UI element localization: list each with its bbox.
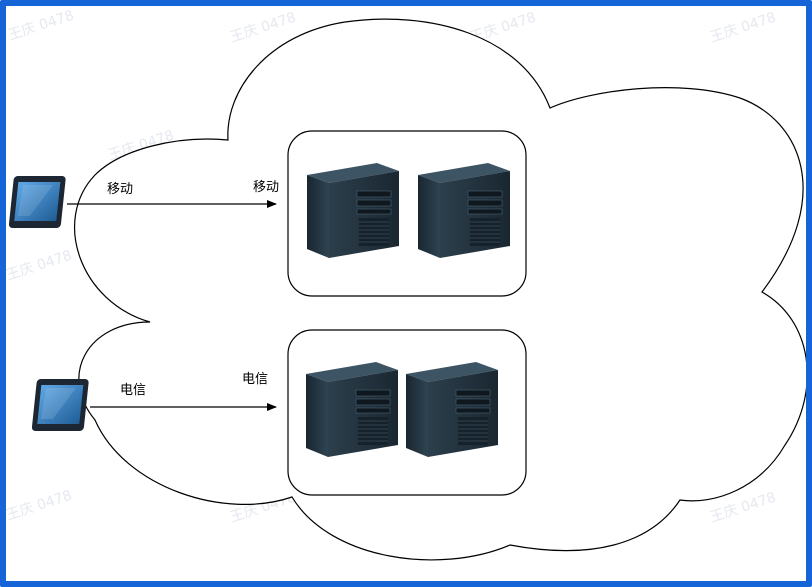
- watermark: 王庆 0478: [4, 248, 74, 284]
- server-label-mobile: 移动: [253, 180, 279, 195]
- server-tower-icon: [306, 162, 400, 259]
- watermark: 王庆 0478: [6, 8, 76, 44]
- server-label-telecom: 电信: [242, 372, 268, 387]
- client-label-telecom: 电信: [120, 383, 146, 398]
- client-label-mobile: 移动: [107, 182, 133, 197]
- watermark: 王庆 0478: [228, 10, 298, 46]
- source-credit: @稀土掘金技术社区: [654, 564, 780, 580]
- tablet-icon: [31, 379, 89, 431]
- tablet-icon: [8, 176, 66, 228]
- server-tower-icon: [305, 361, 399, 458]
- server-tower-icon: [417, 162, 511, 259]
- server-tower-icon: [405, 361, 499, 458]
- watermark: 王庆 0478: [708, 10, 778, 46]
- watermark: 王庆 0478: [4, 488, 74, 524]
